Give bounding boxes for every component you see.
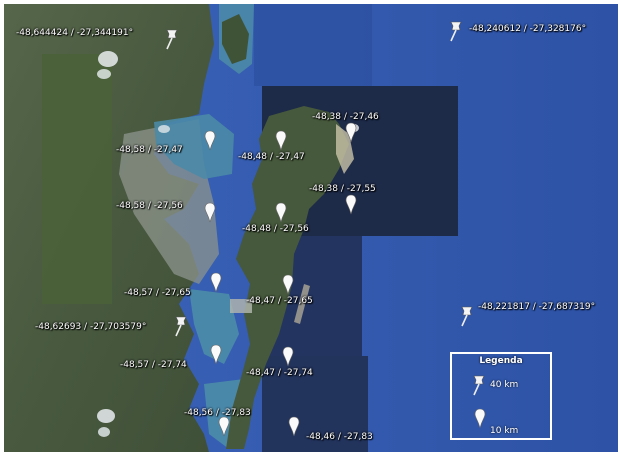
teardrop-pin-icon[interactable]	[275, 130, 287, 156]
teardrop-pin-icon[interactable]	[345, 122, 357, 148]
marker-label: -48,48 / -27,56	[242, 224, 309, 234]
bay	[154, 114, 234, 179]
cloud	[97, 409, 115, 423]
marker-label: -48,38 / -27,46	[312, 112, 379, 122]
teardrop-pin-icon[interactable]	[210, 272, 222, 298]
teardrop-pin-icon[interactable]	[282, 274, 294, 300]
satellite-map[interactable]: -48,644424 / -27,344191° -48,240612 / -2…	[4, 4, 618, 452]
legend-item-label: 40 km	[490, 380, 519, 390]
imagery-tile	[262, 356, 368, 452]
marker-label: -48,38 / -27,55	[309, 184, 376, 194]
marker-label: -48,47 / -27,65	[246, 296, 313, 306]
island	[222, 14, 249, 64]
teardrop-pin-icon[interactable]	[288, 416, 300, 442]
marker-label: -48,58 / -27,56	[116, 201, 183, 211]
pushpin-icon[interactable]	[172, 315, 190, 341]
marker-label: -48,47 / -27,74	[246, 368, 313, 378]
bay	[189, 289, 239, 364]
teardrop-pin-icon	[474, 408, 486, 434]
imagery-tile	[254, 4, 372, 86]
cloud	[98, 51, 118, 67]
teardrop-pin-icon[interactable]	[275, 202, 287, 228]
teardrop-pin-icon[interactable]	[282, 346, 294, 372]
legend-title: Legenda	[479, 356, 523, 366]
pushpin-icon	[470, 374, 488, 400]
airport	[230, 299, 252, 313]
marker-label: -48,240612 / -27,328176°	[469, 24, 587, 34]
cloud	[97, 69, 111, 79]
forest-area	[42, 54, 112, 304]
marker-label: -48,62693 / -27,703579°	[35, 322, 147, 332]
teardrop-pin-icon[interactable]	[210, 344, 222, 370]
teardrop-pin-icon[interactable]	[345, 194, 357, 220]
pushpin-icon[interactable]	[458, 305, 476, 331]
marker-label: -48,57 / -27,65	[124, 288, 191, 298]
teardrop-pin-icon[interactable]	[204, 130, 216, 156]
satellite-imagery	[4, 4, 618, 452]
marker-label: -48,221817 / -27,687319°	[478, 302, 596, 312]
marker-label: -48,46 / -27,83	[306, 432, 373, 442]
marker-label: -48,58 / -27,47	[116, 145, 183, 155]
marker-label: -48,644424 / -27,344191°	[16, 28, 134, 38]
cloud	[158, 125, 170, 133]
map-legend: Legenda 40 km 10 km	[450, 352, 552, 440]
pushpin-icon[interactable]	[447, 20, 465, 46]
teardrop-pin-icon[interactable]	[204, 202, 216, 228]
cloud	[98, 427, 110, 437]
pushpin-icon[interactable]	[163, 28, 181, 54]
marker-label: -48,57 / -27,74	[120, 360, 187, 370]
teardrop-pin-icon[interactable]	[218, 416, 230, 442]
marker-label: -48,56 / -27,83	[184, 408, 251, 418]
beach	[294, 284, 310, 324]
marker-label: -48,48 / -27,47	[238, 152, 305, 162]
legend-item-label: 10 km	[490, 426, 519, 436]
